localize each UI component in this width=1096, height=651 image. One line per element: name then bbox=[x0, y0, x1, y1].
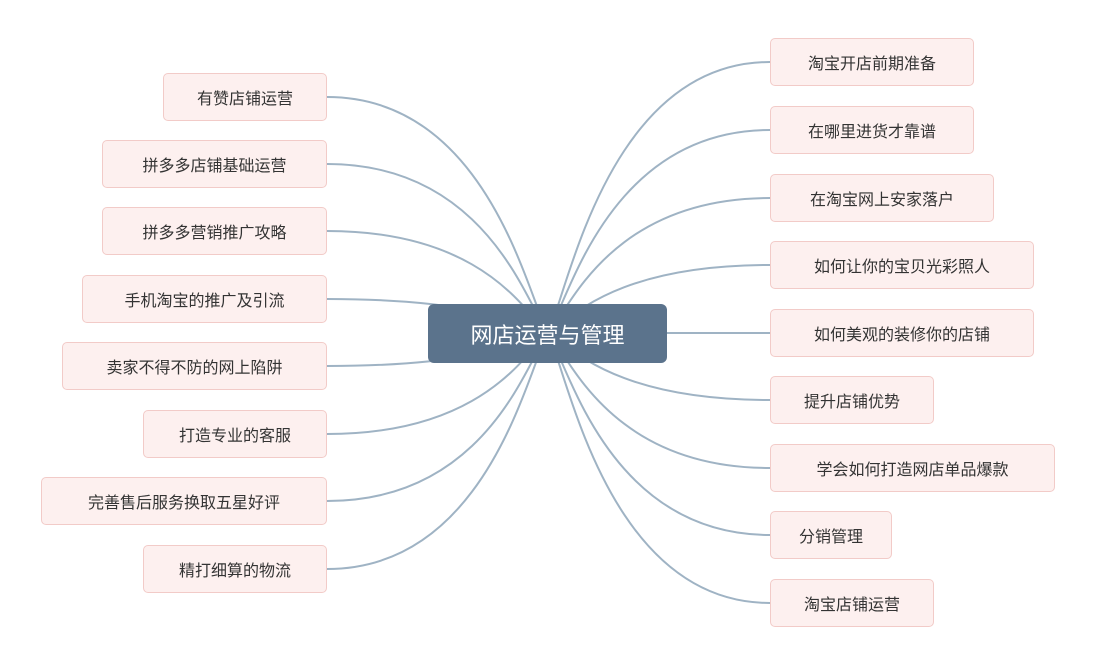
topic-label: 有赞店铺运营 bbox=[196, 89, 293, 108]
topic-label: 卖家不得不防的网上陷阱 bbox=[106, 358, 283, 377]
topic-label: 打造专业的客服 bbox=[178, 426, 291, 445]
connector-line bbox=[547, 332, 771, 536]
right-topic-9[interactable]: 淘宝店铺运营 bbox=[770, 579, 934, 627]
topic-label: 拼多多营销推广攻略 bbox=[142, 223, 287, 242]
topic-label: 如何美观的装修你的店铺 bbox=[813, 325, 990, 344]
left-topic-3[interactable]: 拼多多营销推广攻略 bbox=[102, 207, 327, 255]
topic-label: 精打细算的物流 bbox=[178, 561, 291, 580]
connector-line bbox=[547, 332, 771, 604]
topic-label: 如何让你的宝贝光彩照人 bbox=[813, 257, 990, 276]
topic-label: 拼多多店铺基础运营 bbox=[142, 156, 287, 175]
right-topic-6[interactable]: 提升店铺优势 bbox=[770, 376, 934, 424]
topic-label: 淘宝店铺运营 bbox=[803, 595, 900, 614]
root-topic-label: 网店运营与管理 bbox=[470, 323, 625, 349]
right-topic-2[interactable]: 在哪里进货才靠谱 bbox=[770, 106, 974, 154]
left-topic-7[interactable]: 完善售后服务换取五星好评 bbox=[41, 477, 327, 525]
right-topic-7[interactable]: 学会如何打造网店单品爆款 bbox=[770, 444, 1055, 492]
topic-label: 手机淘宝的推广及引流 bbox=[124, 291, 285, 310]
right-topic-3[interactable]: 在淘宝网上安家落户 bbox=[770, 174, 994, 222]
topic-label: 淘宝开店前期准备 bbox=[807, 54, 936, 73]
left-topic-5[interactable]: 卖家不得不防的网上陷阱 bbox=[62, 342, 327, 390]
left-topic-1[interactable]: 有赞店铺运营 bbox=[163, 73, 327, 121]
topic-label: 提升店铺优势 bbox=[803, 392, 900, 411]
left-topic-2[interactable]: 拼多多店铺基础运营 bbox=[102, 140, 327, 188]
topic-label: 完善售后服务换取五星好评 bbox=[87, 493, 280, 512]
left-topic-6[interactable]: 打造专业的客服 bbox=[143, 410, 327, 458]
topic-label: 分销管理 bbox=[798, 527, 863, 546]
right-topic-8[interactable]: 分销管理 bbox=[770, 511, 892, 559]
root-topic[interactable]: 网店运营与管理 bbox=[428, 304, 667, 363]
connector-line bbox=[547, 129, 771, 334]
topic-label: 学会如何打造网店单品爆款 bbox=[816, 460, 1009, 479]
right-topic-1[interactable]: 淘宝开店前期准备 bbox=[770, 38, 974, 86]
right-topic-5[interactable]: 如何美观的装修你的店铺 bbox=[770, 309, 1034, 357]
connector-line bbox=[547, 61, 771, 334]
left-topic-4[interactable]: 手机淘宝的推广及引流 bbox=[82, 275, 327, 323]
right-topic-4[interactable]: 如何让你的宝贝光彩照人 bbox=[770, 241, 1034, 289]
left-topic-8[interactable]: 精打细算的物流 bbox=[143, 545, 327, 593]
topic-label: 在哪里进货才靠谱 bbox=[807, 122, 936, 141]
topic-label: 在淘宝网上安家落户 bbox=[809, 190, 954, 209]
